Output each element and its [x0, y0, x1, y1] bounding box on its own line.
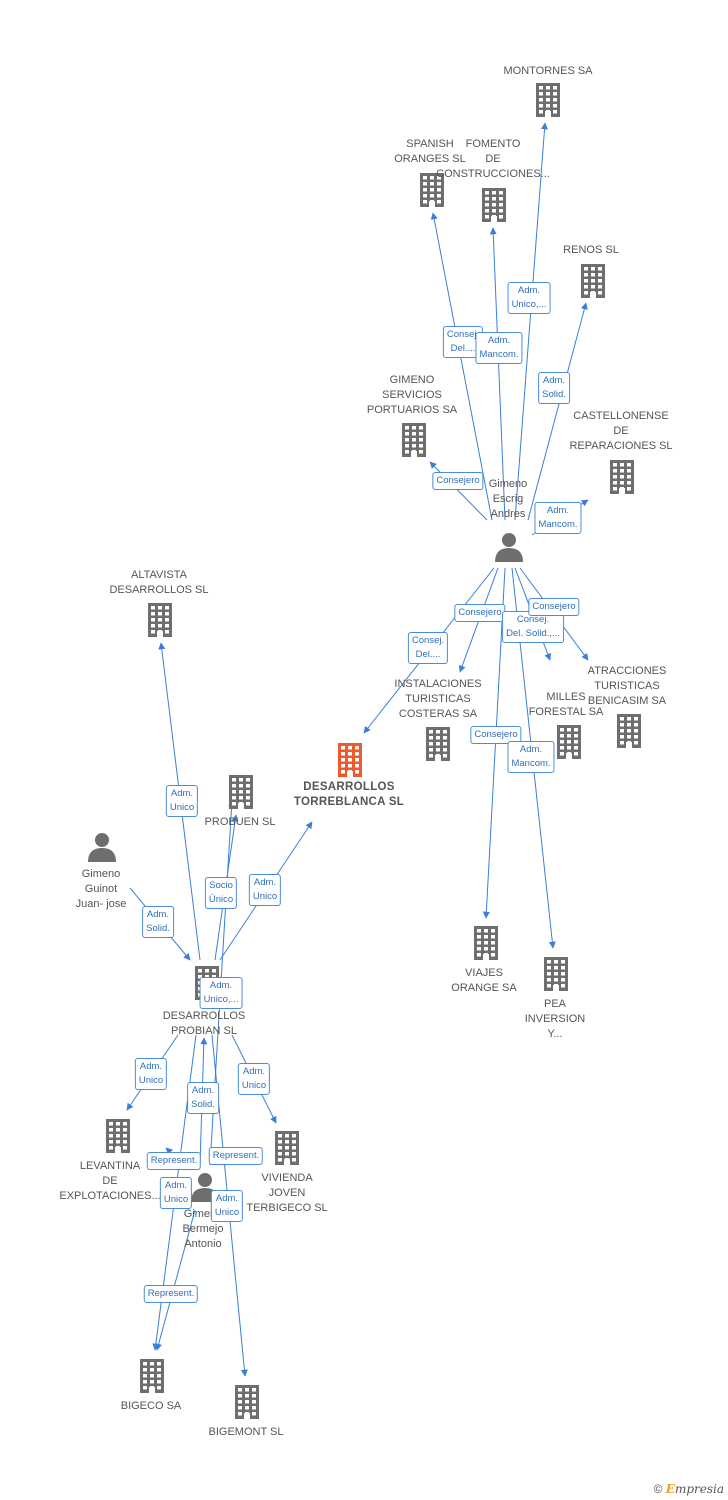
- relation-label[interactable]: Represent.: [146, 1152, 202, 1170]
- building-icon[interactable]: [235, 1385, 259, 1419]
- relation-label[interactable]: Socio Único: [204, 877, 238, 909]
- building-icon[interactable]: [544, 957, 568, 991]
- node-label-vivienda[interactable]: VIVIENDA JOVEN TERBIGECO SL: [246, 1172, 328, 1214]
- relation-label[interactable]: Consejero: [432, 472, 484, 490]
- relation-label[interactable]: Consejero: [454, 604, 506, 622]
- edge-gimeno_escrig-to-renos: [527, 302, 588, 521]
- relation-label[interactable]: Adm. Unico: [159, 1177, 193, 1209]
- node-label-spanish[interactable]: SPANISH ORANGES SL: [394, 138, 466, 165]
- relation-label[interactable]: Adm. Solid.: [538, 372, 570, 404]
- edge-gimeno_escrig-to-montornes: [514, 122, 549, 521]
- relation-label[interactable]: Represent.: [208, 1147, 264, 1165]
- node-label-levantina[interactable]: LEVANTINA DE EXPLOTACIONES...: [59, 1160, 161, 1202]
- node-label-probian[interactable]: DESARROLLOS PROBIAN SL: [162, 1010, 246, 1037]
- building-icon[interactable]: [106, 1119, 130, 1153]
- edge-gimeno_escrig-to-gimeno_serv: [429, 461, 488, 521]
- footer-brand: © Empresia: [654, 1482, 724, 1496]
- building-icon[interactable]: [617, 714, 641, 748]
- node-label-gimeno_guinot[interactable]: Gimeno Guinot Juan- jose: [75, 868, 127, 910]
- building-icon[interactable]: [426, 727, 450, 761]
- node-label-gimeno_serv[interactable]: GIMENO SERVICIOS PORTUARIOS SA: [366, 374, 458, 416]
- relation-label[interactable]: Adm. Unico: [134, 1058, 168, 1090]
- relation-label[interactable]: Adm. Unico: [237, 1063, 271, 1095]
- relation-label[interactable]: Consej. Del....: [407, 632, 449, 664]
- building-icon[interactable]: [229, 775, 253, 809]
- copyright-symbol: ©: [653, 1482, 663, 1496]
- relation-label[interactable]: Represent.: [143, 1285, 199, 1303]
- edge-gimeno_escrig-to-spanish: [430, 212, 493, 521]
- node-label-viajes[interactable]: VIAJES ORANGE SA: [451, 967, 517, 994]
- relation-label[interactable]: Consejero: [528, 598, 580, 616]
- person-icon[interactable]: [495, 533, 523, 562]
- building-icon[interactable]: [148, 603, 172, 637]
- node-label-montornes[interactable]: MONTORNES SA: [503, 65, 593, 77]
- edge-gimeno_bermejo-to-bigeco: [155, 1209, 196, 1351]
- node-label-castellonense[interactable]: CASTELLONENSE DE REPARACIONES SL: [569, 410, 673, 452]
- node-label-desarrollos_torre[interactable]: DESARROLLOS TORREBLANCA SL: [293, 781, 405, 808]
- building-icon[interactable]: [338, 743, 362, 777]
- node-label-probuen[interactable]: PROBUEN SL: [204, 816, 276, 828]
- node-label-instalaciones[interactable]: INSTALACIONES TURISTICAS COSTERAS SA: [394, 678, 482, 720]
- node-label-atracciones[interactable]: ATRACCIONES TURISTICAS BENICASIM SA: [587, 665, 667, 707]
- node-label-renos[interactable]: RENOS SL: [563, 244, 619, 256]
- edge-gimeno_escrig-to-fomento: [489, 227, 506, 521]
- building-icon[interactable]: [610, 460, 634, 494]
- building-icon[interactable]: [581, 264, 605, 298]
- building-icon[interactable]: [275, 1131, 299, 1165]
- node-label-altavista[interactable]: ALTAVISTA DESARROLLOS SL: [109, 569, 209, 596]
- relation-label[interactable]: Adm. Solid.: [187, 1082, 219, 1114]
- relation-label[interactable]: Adm. Unico,...: [199, 977, 243, 1009]
- relation-label[interactable]: Adm. Unico: [165, 785, 199, 817]
- node-label-milles[interactable]: MILLES FORESTAL SA: [528, 691, 604, 718]
- relation-label[interactable]: Adm. Mancom.: [534, 502, 582, 534]
- relation-label[interactable]: Adm. Mancom.: [507, 741, 555, 773]
- building-icon[interactable]: [420, 173, 444, 207]
- node-label-bigeco[interactable]: BIGECO SA: [120, 1400, 182, 1412]
- relation-label[interactable]: Adm. Mancom.: [475, 332, 523, 364]
- building-icon[interactable]: [536, 83, 560, 117]
- relation-label[interactable]: Adm. Unico,...: [507, 282, 551, 314]
- building-icon[interactable]: [557, 725, 581, 759]
- building-icon[interactable]: [402, 423, 426, 457]
- node-label-fomento[interactable]: FOMENTO DE CONSTRUCCIONES...: [436, 138, 550, 180]
- node-label-gimeno_escrig[interactable]: Gimeno Escrig Andres: [488, 478, 528, 520]
- relation-label[interactable]: Adm. Unico: [248, 874, 282, 906]
- node-label-pea[interactable]: PEA INVERSION Y...: [524, 998, 586, 1040]
- building-icon[interactable]: [482, 188, 506, 222]
- relation-label[interactable]: Adm. Solid.: [142, 906, 174, 938]
- building-icon[interactable]: [474, 926, 498, 960]
- person-icon[interactable]: [88, 833, 116, 862]
- empresia-logo[interactable]: Empresia: [665, 1482, 724, 1496]
- relation-label[interactable]: Consejero: [470, 726, 522, 744]
- building-icon[interactable]: [140, 1359, 164, 1393]
- node-label-bigemont[interactable]: BIGEMONT SL: [208, 1426, 284, 1438]
- relation-label[interactable]: Adm. Unico: [210, 1190, 244, 1222]
